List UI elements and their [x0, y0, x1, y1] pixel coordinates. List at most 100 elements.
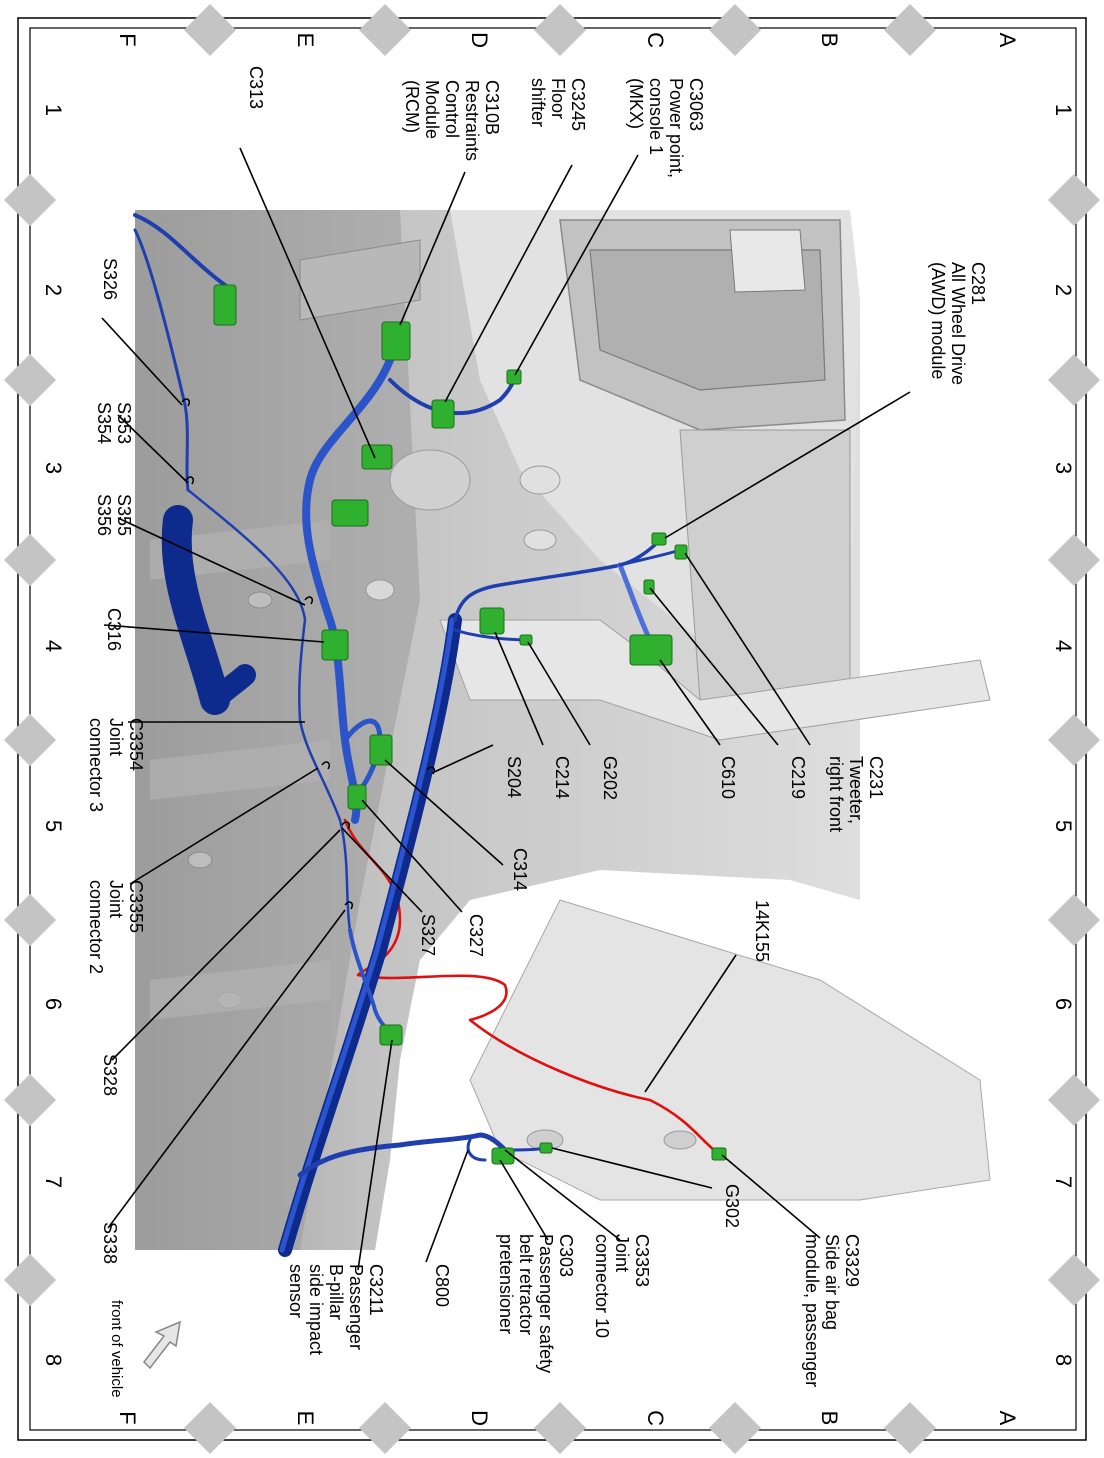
border-diamond	[4, 1074, 56, 1126]
grid-label: 2	[1051, 284, 1076, 296]
grid-label: A	[995, 1411, 1020, 1426]
callout-line: S355	[114, 494, 134, 536]
border-diamond	[884, 4, 936, 56]
callout-line: Joint	[106, 718, 126, 756]
grid-label: 3	[1051, 462, 1076, 474]
border-diamond	[1048, 1254, 1100, 1306]
callout-line: S353	[114, 402, 134, 444]
border-diamond	[4, 1254, 56, 1306]
callout-line: G302	[722, 1184, 742, 1228]
callout-line: C231	[866, 756, 886, 799]
grid-label: B	[817, 1411, 842, 1426]
callout-line: C800	[432, 1264, 452, 1307]
callout-c303: C303Passenger safetybelt retractorpreten…	[496, 1234, 576, 1373]
callout-line: S204	[504, 756, 524, 798]
callout-line: (AWD) module	[928, 262, 948, 379]
grid-label: F	[115, 33, 140, 46]
wire-14K155	[343, 818, 722, 1157]
callout-line: (RCM)	[402, 80, 422, 133]
callout-line: S354	[94, 402, 114, 444]
grid-label: 7	[1051, 1176, 1076, 1188]
grid-label: 8	[41, 1354, 66, 1366]
callout-c800: C800	[432, 1264, 452, 1307]
callout-c310b: C310BRestraintsControlModule(RCM)	[402, 80, 502, 161]
callout-line: Passenger	[346, 1264, 366, 1350]
callout-line: connector 3	[86, 718, 106, 812]
callout-line: sensor	[286, 1264, 306, 1318]
border-diamond	[709, 1402, 761, 1454]
callout-s327: S327	[418, 914, 438, 956]
callout-c3355: C3355Jointconnector 2	[86, 880, 146, 974]
callout-s328: S328	[100, 1054, 120, 1096]
border-diamond	[1048, 534, 1100, 586]
callout-c3245: C3245Floorshifter	[528, 78, 588, 131]
callout-line: C3355	[126, 880, 146, 933]
callout-c3353: C3353Jointconnector 10	[592, 1234, 652, 1338]
callout-c219: C219	[788, 756, 808, 799]
callout-c3211: C3211PassengerB-pillarside impactsensor	[286, 1264, 386, 1355]
callout-line: Tweeter,	[846, 756, 866, 824]
callout-line: C3245	[568, 78, 588, 131]
callout-line: Joint	[612, 1234, 632, 1272]
grid-label: A	[995, 33, 1020, 48]
grid-label: 1	[41, 104, 66, 116]
grid-label: 5	[1051, 820, 1076, 832]
callout-c214: C214	[552, 756, 572, 799]
callout-line: B-pillar	[326, 1264, 346, 1320]
border-diamond	[4, 354, 56, 406]
callout-labels: C3063Power point,console 1(MKX)C3245Floo…	[86, 66, 988, 1387]
callout-line: All Wheel Drive	[948, 262, 968, 385]
border-diamond	[709, 4, 761, 56]
callout-c3354: C3354Jointconnector 3	[86, 718, 146, 812]
callout-line: C303	[556, 1234, 576, 1277]
callout-line: console 1	[646, 78, 666, 155]
callout-c316: C316	[104, 608, 124, 651]
callout-line: connector 2	[86, 880, 106, 974]
callout-line: S326	[100, 258, 120, 300]
border-diamond	[4, 174, 56, 226]
splice-marks	[181, 398, 436, 910]
callout-line: belt retractor	[516, 1234, 536, 1335]
grid-label: 4	[41, 640, 66, 652]
callout-c231: C231Tweeter,right front	[826, 756, 886, 832]
callout-line: Passenger safety	[536, 1234, 556, 1373]
grid-label: F	[115, 1411, 140, 1424]
callout-line: C219	[788, 756, 808, 799]
callout-line: C214	[552, 756, 572, 799]
callout-line: Control	[442, 80, 462, 138]
border-diamond	[534, 4, 586, 56]
grid-label: E	[293, 1411, 318, 1426]
callout-c327: C327	[466, 914, 486, 957]
callout-line: Module	[422, 80, 442, 139]
border-diamond	[884, 1402, 936, 1454]
connector-blocks	[213, 284, 727, 1165]
grid-label: E	[293, 33, 318, 48]
border-diamond	[184, 1402, 236, 1454]
callout-c281: C281All Wheel Drive(AWD) module	[928, 262, 988, 385]
border-diamonds	[4, 4, 1100, 1454]
callout-line: Joint	[106, 880, 126, 918]
callout-line: G202	[600, 756, 620, 800]
callout-line: C3063	[686, 78, 706, 131]
callout-line: Side air bag	[822, 1234, 842, 1330]
callout-line: S328	[100, 1054, 120, 1096]
border-diamond	[184, 4, 236, 56]
callout-line: C3353	[632, 1234, 652, 1287]
callout-g302: G302	[722, 1184, 742, 1228]
callout-line: C3329	[842, 1234, 862, 1287]
border-diamond	[1048, 894, 1100, 946]
callout-line: S338	[100, 1222, 120, 1264]
grid-label: 2	[41, 284, 66, 296]
callout-s204: S204	[504, 756, 524, 798]
grid-label: 8	[1051, 1354, 1076, 1366]
border-diamond	[359, 4, 411, 56]
grid-label: 5	[41, 820, 66, 832]
callout-s326: S326	[100, 258, 120, 300]
grid-label: D	[467, 1410, 492, 1426]
leader-lines	[101, 147, 911, 1271]
border-diamond	[1048, 1074, 1100, 1126]
callout-line: right front	[826, 756, 846, 832]
callout-line: C3211	[366, 1264, 386, 1316]
